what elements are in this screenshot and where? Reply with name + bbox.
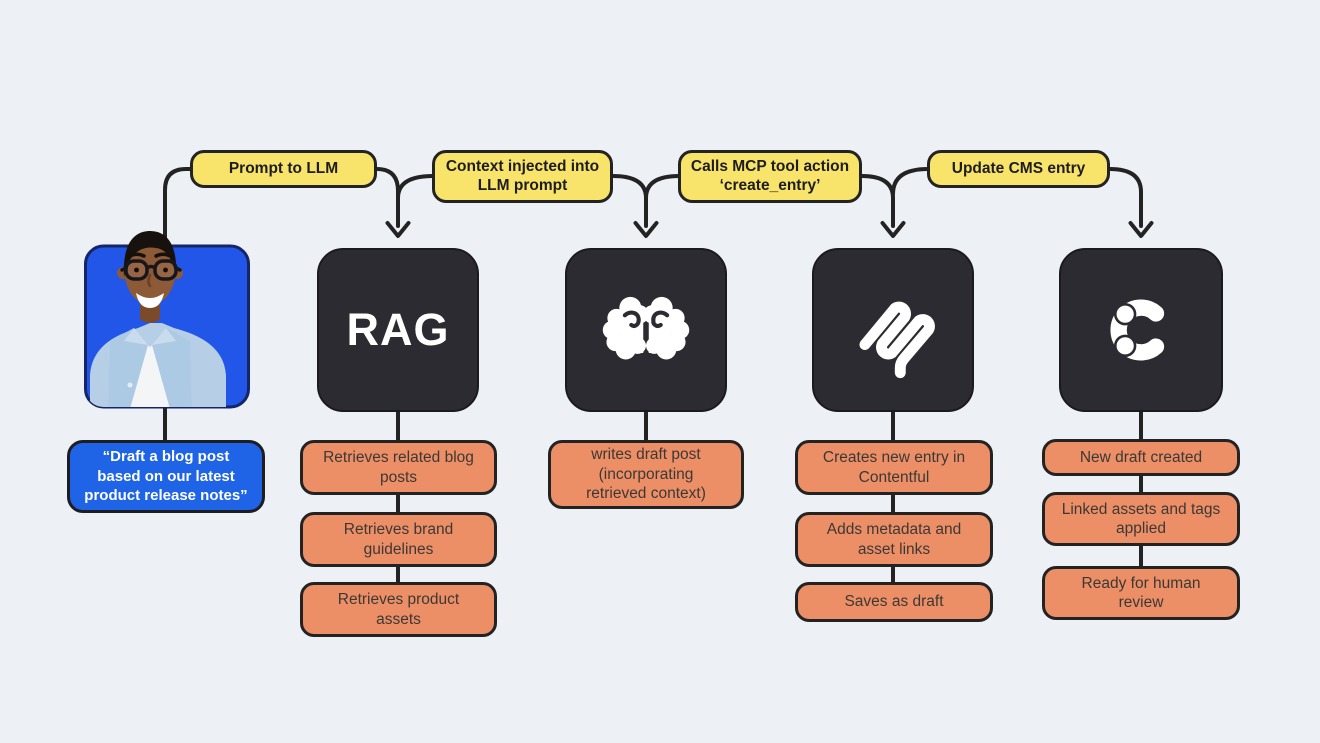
brain-left-half [602, 296, 649, 360]
mcp-output-adds-metadata: Adds metadata and asset links [795, 512, 993, 567]
contentful-logo-icon [1108, 297, 1166, 363]
contentful-output-linked-assets: Linked assets and tags applied [1042, 492, 1240, 546]
stage-mcp-box [812, 248, 974, 412]
stage-llm-box [565, 248, 727, 412]
user-photo [84, 227, 250, 410]
mcp-output-creates-entry: Creates new entry in Contentful [795, 440, 993, 495]
rag-label: RAG [346, 304, 450, 355]
flow-label-context-injected: Context injected into LLM prompt [432, 150, 613, 203]
person-head [117, 231, 183, 323]
flow-label-update-cms: Update CMS entry [927, 150, 1110, 188]
brain-right-half [643, 296, 690, 360]
brain-icon [602, 296, 690, 360]
mcp-output-saves-draft: Saves as draft [795, 582, 993, 622]
stage-rag-box: RAG [317, 248, 479, 412]
rag-output-brand-guidelines: Retrieves brand guidelines [300, 512, 497, 567]
rag-output-product-assets: Retrieves product assets [300, 582, 497, 637]
flow-label-mcp-tool-call: Calls MCP tool action ‘create_entry’ [678, 150, 862, 203]
person-illustration [84, 231, 250, 409]
person-body [90, 323, 226, 407]
flow-arrows [163, 167, 1154, 254]
contentful-output-new-draft: New draft created [1042, 439, 1240, 476]
llm-output-writes-draft: writes draft post (incorporating retriev… [548, 440, 744, 509]
user-quote-bubble: “Draft a blog post based on our latest p… [67, 440, 265, 513]
column-connectors [163, 404, 1143, 587]
contentful-output-ready-review: Ready for human review [1042, 566, 1240, 620]
stage-contentful-box [1059, 248, 1223, 412]
rag-output-blog-posts: Retrieves related blog posts [300, 440, 497, 495]
flow-label-prompt-to-llm: Prompt to LLM [190, 150, 377, 188]
mcp-logo-icon [856, 298, 938, 381]
